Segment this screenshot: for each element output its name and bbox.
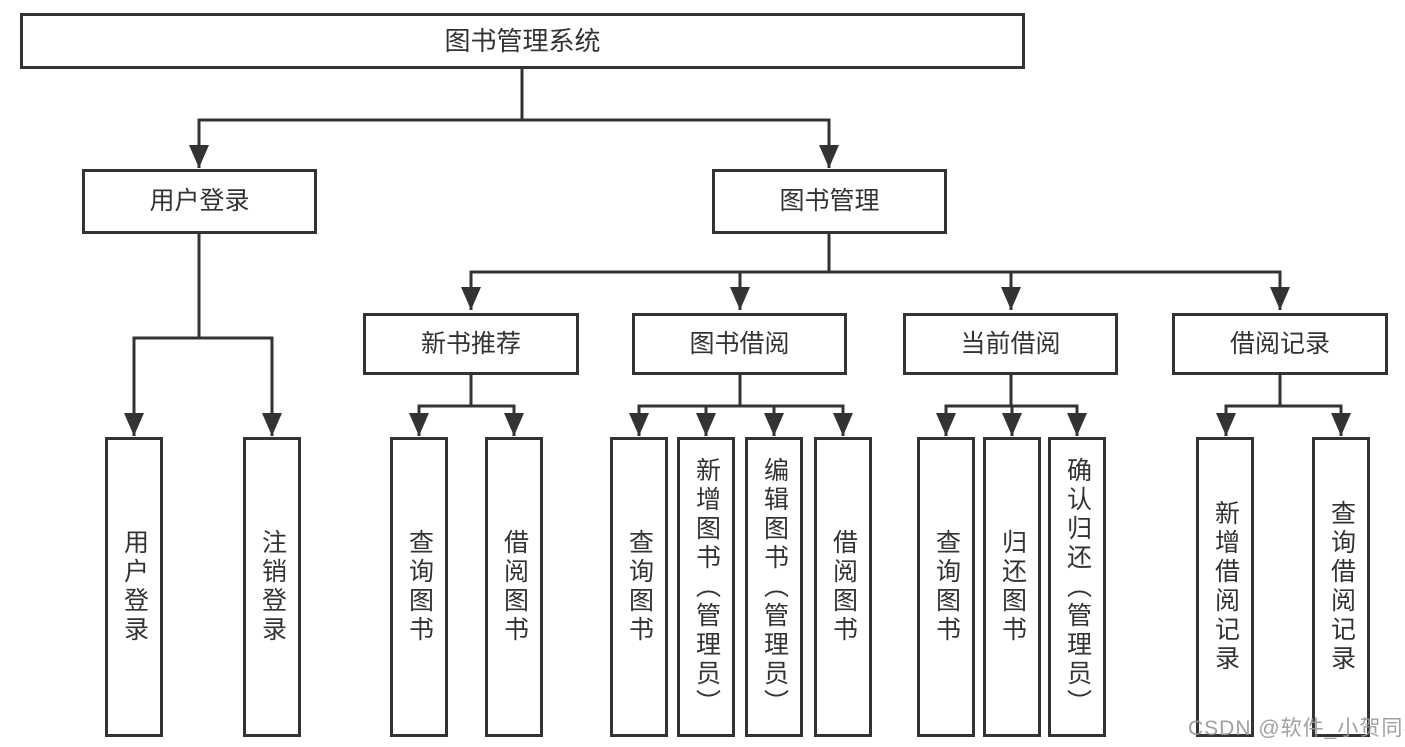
leaf-confirm-return-admin: 确认归还（管理员）	[1048, 437, 1106, 737]
leaf-query-books: 查询图书	[610, 437, 668, 737]
leaf-borrow-books: 借阅图书	[485, 437, 543, 737]
watermark: CSDN @软件_小贺同学	[1188, 717, 1405, 740]
leaf-user-login: 用户登录	[105, 437, 163, 737]
leaf-logout: 注销登录	[243, 437, 301, 737]
node-new-book-recommend: 新书推荐	[363, 313, 579, 375]
leaf-add-borrow-record: 新增借阅记录	[1196, 437, 1254, 737]
leaf-add-books-admin: 新增图书（管理员）	[677, 437, 735, 737]
node-book-management: 图书管理	[712, 169, 947, 234]
connector-group	[124, 69, 1351, 436]
leaf-query-books: 查询图书	[390, 437, 448, 737]
node-book-borrowing: 图书借阅	[632, 313, 847, 375]
leaf-return-books: 归还图书	[983, 437, 1041, 737]
node-borrow-records: 借阅记录	[1172, 313, 1388, 375]
leaf-query-books: 查询图书	[917, 437, 975, 737]
node-system-root: 图书管理系统	[20, 13, 1025, 69]
leaf-query-borrow-record: 查询借阅记录	[1312, 437, 1370, 737]
node-current-borrowing: 当前借阅	[903, 313, 1118, 375]
node-user-login: 用户登录	[82, 169, 317, 234]
leaf-edit-books-admin: 编辑图书（管理员）	[745, 437, 803, 737]
leaf-borrow-books: 借阅图书	[814, 437, 872, 737]
